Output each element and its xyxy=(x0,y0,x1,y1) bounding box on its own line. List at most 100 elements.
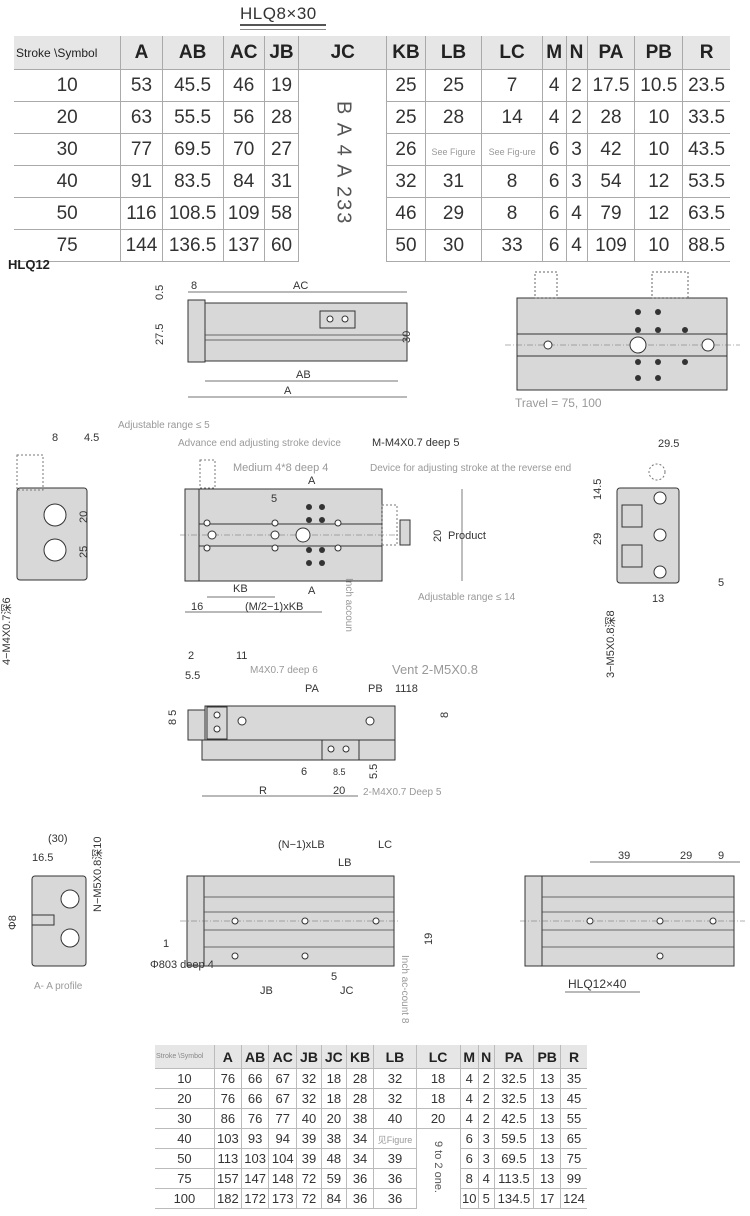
dimension-label: 27.5 xyxy=(154,324,166,345)
dimension-label: A xyxy=(284,385,292,397)
cell-jc: 48 xyxy=(320,1148,347,1169)
cell-ac: 70 xyxy=(222,133,265,166)
cell-jb: 58 xyxy=(263,197,299,230)
cell-m: 6 xyxy=(459,1128,479,1149)
cell-pb: 17 xyxy=(533,1188,561,1209)
cell-jb: 40 xyxy=(296,1108,322,1129)
dimension-label: 4−M4X0.7深6 xyxy=(0,597,13,665)
cell-pb: 13 xyxy=(533,1168,561,1189)
cell-pa: 32.5 xyxy=(493,1088,534,1109)
dimension-label: 30 xyxy=(401,331,413,343)
cell-lb: 31 xyxy=(424,165,482,198)
dimension-label: AB xyxy=(296,369,311,381)
cell-kb: 28 xyxy=(345,1088,374,1109)
lc-merged-cell: 9 to 2 one. xyxy=(415,1128,461,1209)
dimension-label: 1118 xyxy=(395,683,418,695)
cell-jb: 72 xyxy=(296,1168,322,1189)
cell-m: 4 xyxy=(459,1088,479,1109)
cell-ac: 67 xyxy=(268,1068,297,1089)
dimension-label: 5 xyxy=(718,577,724,589)
cell-n: 3 xyxy=(565,133,588,166)
stroke-cell: 10 xyxy=(14,69,121,102)
dimension-label: Adjustable range ≤ 14 xyxy=(418,592,516,603)
table-title-hlq8: HLQ8×30 xyxy=(240,4,317,23)
stroke-cell: 75 xyxy=(155,1168,215,1189)
cell-lb: 29 xyxy=(424,197,482,230)
cell-kb: 28 xyxy=(345,1068,374,1089)
cell-pb: 13 xyxy=(533,1108,561,1129)
dimension-label: 25 xyxy=(78,546,90,558)
cell-r: 23.5 xyxy=(682,69,730,102)
cell-ac: 84 xyxy=(222,165,265,198)
column-header: LB xyxy=(424,36,482,70)
dimension-label: Product xyxy=(448,530,486,542)
dimension-label: M-M4X0.7 deep 5 xyxy=(372,437,459,449)
column-header: PA xyxy=(586,36,635,70)
dimension-label: 19 xyxy=(423,933,435,945)
column-header: A xyxy=(120,36,163,70)
cell-pa: 28 xyxy=(586,101,635,134)
column-header: M xyxy=(541,36,567,70)
cell-m: 6 xyxy=(541,133,567,166)
cell-ac: 94 xyxy=(268,1128,297,1149)
column-header: JB xyxy=(263,36,299,70)
dimension-label: 11 xyxy=(236,650,247,662)
dimension-label: 29 xyxy=(680,850,692,862)
cell-pa: 42.5 xyxy=(493,1108,534,1129)
cell-lc: 7 xyxy=(481,69,543,102)
cell-jc: 18 xyxy=(320,1088,347,1109)
column-header: N xyxy=(477,1045,494,1069)
cell-n: 2 xyxy=(565,69,588,102)
aa-profile-drawing: (30) 16.5 N−M5X0.8深10 Φ8 A- A profile xyxy=(7,833,104,992)
dimension-label: JB xyxy=(260,985,273,997)
cell-kb: 36 xyxy=(345,1168,374,1189)
cell-a: 86 xyxy=(213,1108,242,1129)
dimension-label: (30) xyxy=(48,833,68,845)
cell-lb: 39 xyxy=(373,1148,417,1169)
cell-pb: 12 xyxy=(634,197,683,230)
dimension-label: 13 xyxy=(652,593,664,605)
cell-a: 144 xyxy=(120,229,163,262)
cell-pb: 13 xyxy=(533,1088,561,1109)
dimension-label: A xyxy=(308,475,316,487)
cell-n: 2 xyxy=(477,1068,494,1089)
title-underline xyxy=(240,24,326,30)
dimension-label: 29 xyxy=(592,533,604,545)
column-header: LC xyxy=(415,1045,461,1069)
cell-kb: 46 xyxy=(386,197,426,230)
cell-a: 91 xyxy=(120,165,163,198)
cell-n: 3 xyxy=(477,1128,494,1149)
stroke-cell: 20 xyxy=(14,101,121,134)
cell-a: 77 xyxy=(120,133,163,166)
cell-ab: 45.5 xyxy=(161,69,224,102)
cell-jc: 18 xyxy=(320,1068,347,1089)
cell-lb: 25 xyxy=(424,69,482,102)
cell-kb: 25 xyxy=(386,69,426,102)
stroke-cell: 10 xyxy=(155,1068,215,1089)
dimension-label: A- A profile xyxy=(34,981,83,992)
dimension-label: Travel = 75, 100 xyxy=(515,396,602,410)
cell-a: 116 xyxy=(120,197,163,230)
cell-jb: 60 xyxy=(263,229,299,262)
cell-pa: 42 xyxy=(586,133,635,166)
cell-a: 182 xyxy=(213,1188,242,1209)
dimension-label: 4.5 xyxy=(84,432,99,444)
bottom-view-drawing: (N−1)xLB LC LB 19 1 Φ803 deep 4 5 JB JC … xyxy=(150,839,435,1024)
dimension-label: 2-M4X0.7 Deep 5 xyxy=(363,787,442,798)
cell-lb: 36 xyxy=(373,1168,417,1189)
dimension-label: 8.5 xyxy=(333,767,346,777)
column-header: AB xyxy=(240,1045,269,1069)
stroke-cell: 30 xyxy=(14,133,121,166)
cell-n: 3 xyxy=(477,1148,494,1169)
cell-jb: 31 xyxy=(263,165,299,198)
cell-a: 53 xyxy=(120,69,163,102)
stroke-cell: 40 xyxy=(14,165,121,198)
cell-r: 124 xyxy=(560,1188,587,1209)
cell-pb: 10 xyxy=(634,229,683,262)
cell-m: 6 xyxy=(541,229,567,262)
cell-jb: 32 xyxy=(296,1068,322,1089)
